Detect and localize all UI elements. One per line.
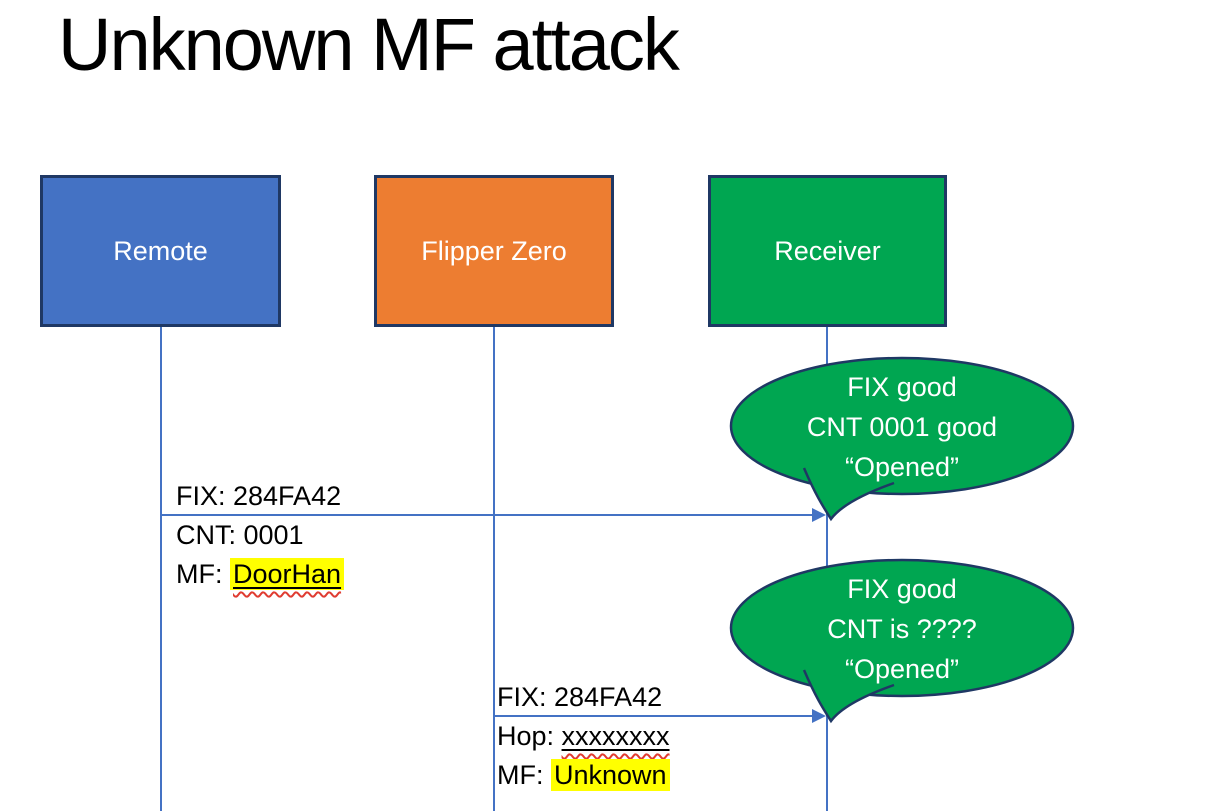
message-1-cnt-line: CNT: 0001 — [176, 520, 304, 550]
speech-bubble-1-ellipse — [729, 356, 1075, 496]
actor-box-receiver: Receiver — [708, 175, 947, 327]
message-2-hop-prefix: Hop: — [497, 721, 562, 751]
message-1-mf-prefix: MF: — [176, 559, 230, 589]
slide-title: Unknown MF attack — [58, 3, 680, 86]
message-1-fix-line: FIX: 284FA42 — [176, 481, 342, 511]
bubble-1-line-1: FIX good — [847, 372, 957, 402]
speech-bubble-2-ellipse — [729, 558, 1075, 698]
speech-bubble-2-text: FIX good CNT is ???? “Opened” — [742, 569, 1062, 689]
message-2-hop-line: Hop: xxxxxxxx — [497, 717, 670, 756]
arrowhead-icon — [812, 508, 826, 522]
message-2-hop-value: xxxxxxxx — [561, 721, 670, 751]
bubble-2-line-3: “Opened” — [844, 654, 960, 684]
message-arrow-flipper-to-receiver — [494, 715, 812, 717]
message-1-label: FIX: 284FA42 CNT: 0001 MF: DoorHan — [176, 477, 345, 594]
message-1-mf-value-highlighted: DoorHan — [230, 558, 345, 590]
message-2-mf-line: MF: Unknown — [497, 756, 670, 795]
message-arrow-remote-to-receiver — [161, 514, 812, 516]
actor-label-receiver: Receiver — [774, 235, 881, 266]
arrowhead-icon — [812, 709, 826, 723]
speech-bubble-2 — [729, 558, 1075, 724]
bubble-1-line-3: “Opened” — [844, 452, 960, 482]
message-2-mf-value-highlighted: Unknown — [551, 759, 670, 791]
lifeline-flipper-zero — [493, 327, 495, 811]
speech-bubble-1-text: FIX good CNT 0001 good “Opened” — [742, 367, 1062, 487]
message-2-mf-prefix: MF: — [497, 760, 551, 790]
speech-bubble-2-tail — [802, 669, 895, 724]
bubble-2-line-2: CNT is ???? — [827, 614, 977, 644]
message-2-fix-line: FIX: 284FA42 — [497, 682, 663, 712]
actor-label-flipper-zero: Flipper Zero — [421, 235, 567, 266]
actor-box-remote: Remote — [40, 175, 281, 327]
message-1-mf-line: MF: DoorHan — [176, 555, 345, 594]
speech-bubble-1 — [729, 356, 1075, 522]
message-2-label: FIX: 284FA42 Hop: xxxxxxxx MF: Unknown — [497, 678, 670, 795]
bubble-1-line-2: CNT 0001 good — [806, 412, 998, 442]
actor-label-remote: Remote — [113, 235, 208, 266]
speech-bubble-1-tail — [802, 467, 895, 522]
bubble-2-line-1: FIX good — [847, 574, 957, 604]
lifeline-remote — [160, 327, 162, 811]
actor-box-flipper-zero: Flipper Zero — [374, 175, 614, 327]
